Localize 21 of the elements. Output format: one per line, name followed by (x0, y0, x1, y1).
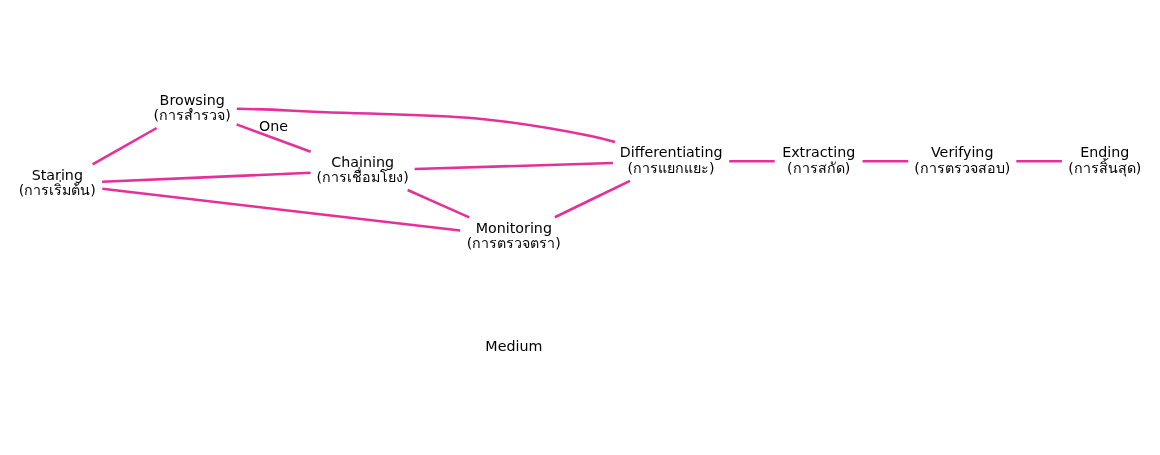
connector (236, 107, 616, 144)
connector (102, 187, 461, 232)
connector (862, 160, 909, 163)
connector (729, 160, 775, 163)
connector (102, 171, 311, 184)
node-text: Browsing (การสำรวจ) (153, 91, 231, 123)
node-text: Staring (การเริ่มต้น) (18, 166, 96, 199)
connector (91, 126, 158, 166)
label: Medium (485, 338, 543, 355)
node-text: Chaining (การเชื่อมโยง) (316, 153, 409, 185)
node-text: Extracting (การสกัด) (782, 144, 856, 176)
edge-label: One (259, 118, 289, 135)
connector (236, 123, 312, 153)
connector (407, 188, 470, 219)
connector (414, 161, 614, 171)
node-text: Differentiating (การแยกแยะ) (619, 144, 723, 176)
node-text: Monitoring (การตรวจตรา) (466, 219, 561, 252)
node-text: Ending (การสิ้นสุด) (1068, 144, 1142, 176)
node-text: Verifying (การตรวจสอบ) (914, 144, 1011, 176)
connector (1016, 160, 1062, 163)
connector (554, 179, 631, 219)
